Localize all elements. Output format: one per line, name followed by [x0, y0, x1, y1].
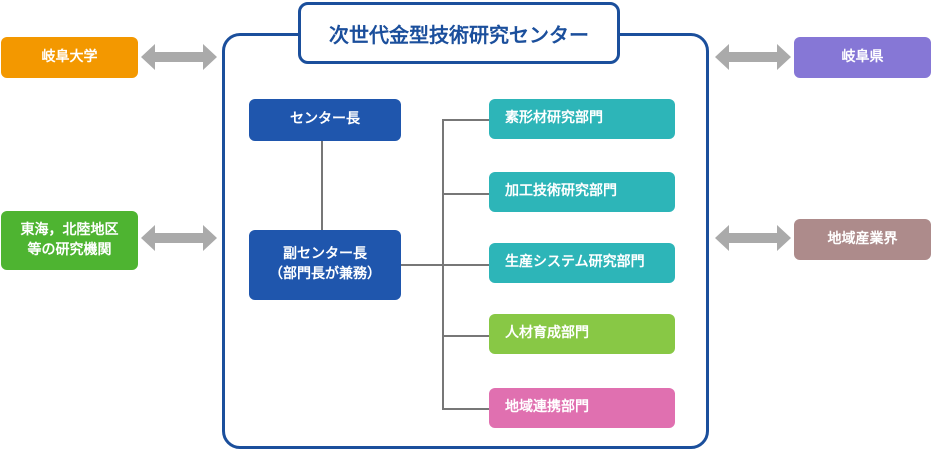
connector-dept-5	[442, 408, 490, 410]
double-arrow-icon	[715, 225, 791, 251]
partner-local-industry: 地域産業界	[794, 219, 931, 260]
double-arrow-icon	[141, 225, 217, 251]
dept-materials: 素形材研究部門	[489, 99, 675, 139]
partner-gifu-prefecture: 岐阜県	[794, 37, 931, 78]
connector-dept-3	[442, 264, 490, 266]
vice-director-box: 副センター長 （部門長が兼務）	[249, 230, 401, 300]
dept-production-systems: 生産システム研究部門	[489, 243, 675, 283]
double-arrow-icon	[715, 44, 791, 70]
connector-director-vice	[321, 140, 323, 231]
center-title: 次世代金型技術研究センター	[298, 2, 620, 64]
connector-dept-1	[442, 119, 490, 121]
connector-dept-4	[442, 335, 490, 337]
vice-director-title: 副センター長	[283, 246, 367, 263]
dept-hr-development: 人材育成部門	[489, 314, 675, 354]
vice-director-note: （部門長が兼務）	[269, 266, 381, 282]
dept-regional-cooperation: 地域連携部門	[489, 388, 675, 428]
connector-vice-trunk	[400, 264, 444, 266]
double-arrow-icon	[141, 44, 217, 70]
dept-processing: 加工技術研究部門	[489, 172, 675, 212]
connector-dept-2	[442, 193, 490, 195]
partner-gifu-university: 岐阜大学	[1, 37, 138, 78]
partner-research-institutes-line1: 東海，北陸地区	[20, 221, 119, 238]
director-box: センター長	[249, 99, 401, 141]
partner-research-institutes-line2: 等の研究機関	[27, 241, 112, 258]
partner-research-institutes: 東海，北陸地区 等の研究機関	[1, 211, 138, 270]
